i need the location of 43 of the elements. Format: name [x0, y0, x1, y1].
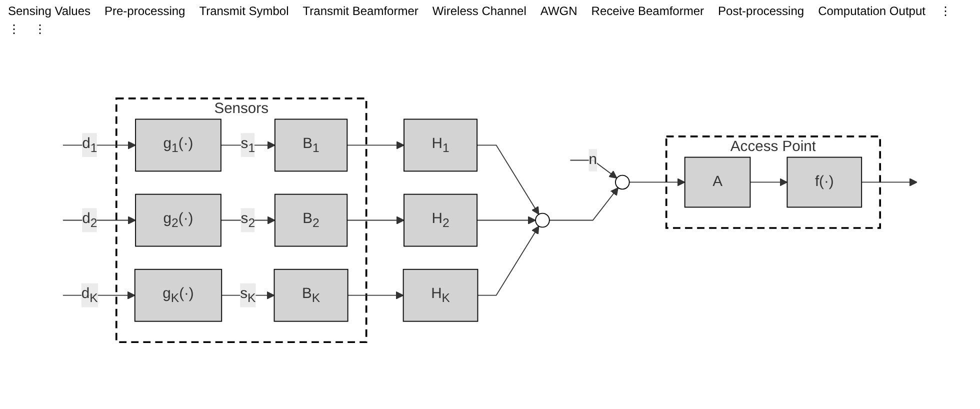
column-label: Receive Beamformer — [591, 4, 704, 18]
ellipsis-mark: ⋮ — [34, 22, 46, 36]
arrow — [628, 178, 686, 186]
node-box: f(·) — [786, 156, 862, 208]
column-label: Post-processing — [718, 4, 804, 18]
node-box: g$_{2}$(·) — [135, 194, 222, 246]
edge-label: d$_{K}$ — [81, 286, 98, 304]
column-label: Transmit Symbol — [199, 4, 289, 18]
node-box: g$_{1}$(·) — [135, 118, 222, 172]
node-box: H$_{K}$ — [402, 268, 478, 322]
node-box: H$_{2}$ — [404, 194, 478, 246]
arrow — [476, 144, 540, 214]
node-box: B$_{K}$ — [274, 268, 348, 322]
node-box: g$_{K}$(·) — [134, 268, 222, 322]
arrow — [346, 216, 404, 224]
edge-label: d$_{1}$ — [82, 136, 98, 154]
arrow — [750, 178, 788, 186]
arrow — [346, 140, 404, 149]
node-circle — [535, 212, 550, 228]
node-box: A — [684, 156, 751, 208]
edge-label: s$_{2}$ — [240, 210, 256, 230]
node-box: B$_{1}$ — [274, 118, 348, 172]
column-label: Pre-processing — [104, 4, 186, 18]
arrow — [477, 226, 540, 296]
ellipsis-mark: ⋮ — [939, 4, 952, 18]
column-label: AWGN — [540, 4, 578, 18]
edge-label: s$_{1}$ — [240, 136, 256, 154]
column-label: Sensing Values — [8, 4, 90, 18]
edge-label: d$_{2}$ — [82, 210, 98, 230]
arrow — [347, 291, 404, 300]
edge-label: n — [588, 152, 597, 168]
column-label: Transmit Beamformer — [302, 4, 418, 18]
column-label: Wireless Channel — [432, 4, 526, 18]
arrow — [548, 187, 618, 220]
node-circle — [615, 174, 630, 190]
arrow — [570, 160, 618, 178]
edge-label: s$_{K}$ — [240, 286, 256, 304]
node-box: B$_{2}$ — [274, 194, 348, 246]
arrow — [861, 178, 918, 186]
ellipsis-mark: ⋮ — [8, 22, 20, 36]
node-box: H$_{1}$ — [404, 118, 478, 172]
column-label: Computation Output — [818, 4, 926, 18]
arrow — [476, 216, 536, 224]
